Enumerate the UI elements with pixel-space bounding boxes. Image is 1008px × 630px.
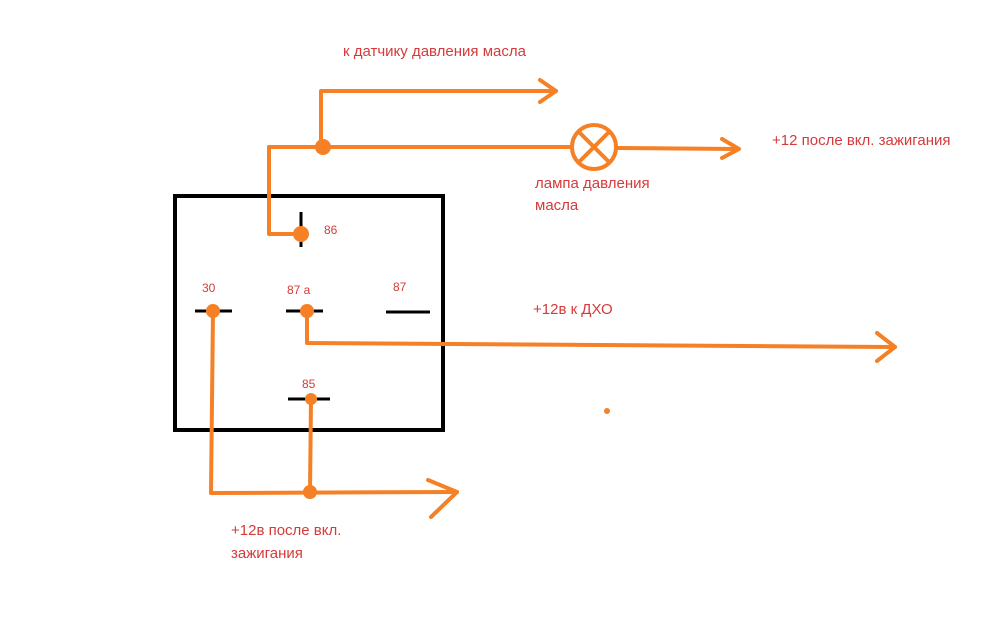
label-drl: +12в к ДХО <box>533 301 613 318</box>
lamp-cross-2 <box>577 130 611 164</box>
label-lamp-line2: масла <box>535 197 579 214</box>
oil-pressure-lamp <box>570 123 618 171</box>
pin-30-dot <box>206 304 220 318</box>
pin-label-87a: 87 а <box>287 283 311 297</box>
arrow-oil-sensor <box>538 78 558 104</box>
pin-label-86: 86 <box>324 223 338 237</box>
junction-dot-top <box>315 139 331 155</box>
pin-label-85: 85 <box>302 377 316 391</box>
pin-label-30: 30 <box>202 281 216 295</box>
pin-87a-dot <box>300 304 314 318</box>
label-lamp-line1: лампа давления <box>535 175 650 192</box>
pin-label-87: 87 <box>393 280 407 294</box>
arrow-drl <box>875 331 897 363</box>
wire-oil-sensor <box>319 89 558 149</box>
label-ignition-bottom-line1: +12в после вкл. <box>231 522 342 539</box>
wire-85 <box>308 397 313 494</box>
arrow-ignition-top <box>720 137 741 160</box>
stray-dot <box>604 408 610 414</box>
pin-86-dot <box>293 226 309 242</box>
label-ignition-bottom-line2: зажигания <box>231 545 303 562</box>
wire-30-ignition <box>209 309 459 495</box>
pin-85-dot <box>305 393 317 405</box>
arrow-ignition-bottom <box>426 478 459 519</box>
label-oil-sensor: к датчику давления масла <box>343 43 526 60</box>
wire-86 <box>267 145 325 236</box>
junction-dot-bottom <box>303 485 317 499</box>
wire-87a-drl <box>305 309 897 349</box>
label-ignition-top: +12 после вкл. зажигания <box>772 132 951 149</box>
wire-lamp-right <box>615 146 740 151</box>
